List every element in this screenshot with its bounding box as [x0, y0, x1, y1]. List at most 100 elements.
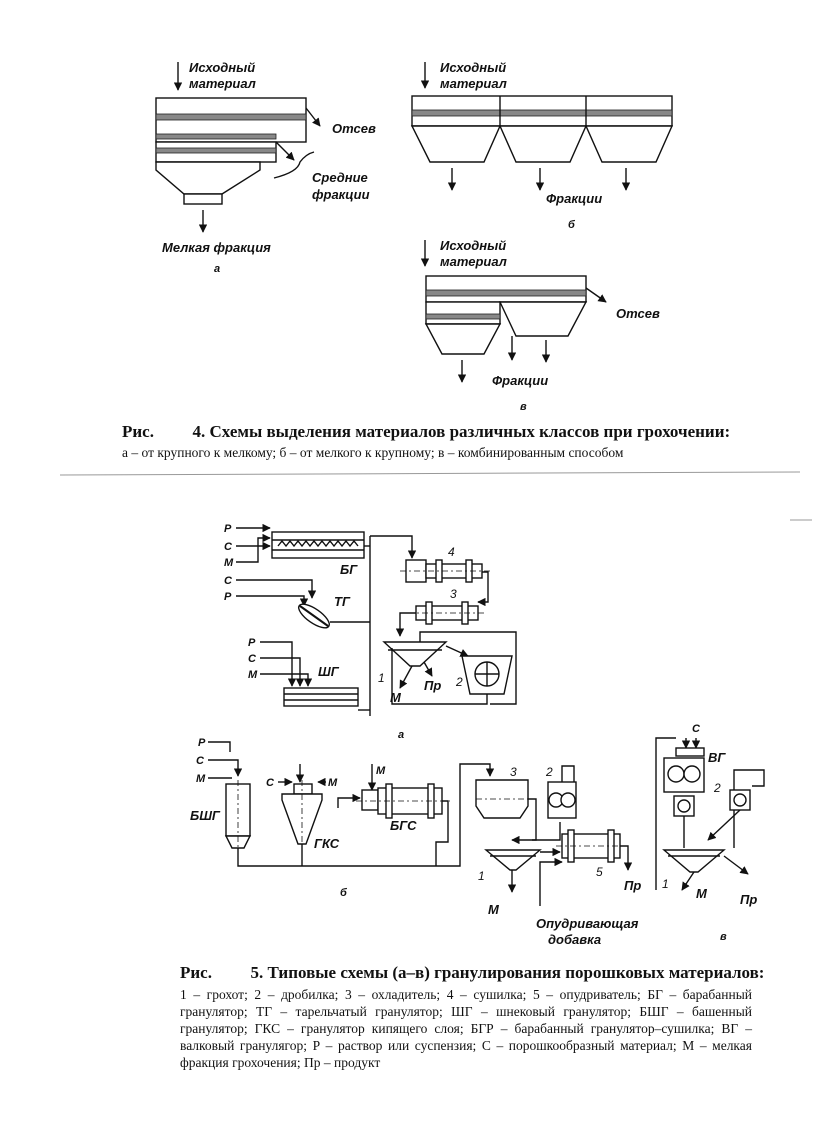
screen-box-lower [425, 301, 501, 325]
bg-label: БГ [340, 562, 358, 577]
vg-crusher-rotor [677, 799, 691, 813]
input-label-2: материал [189, 76, 256, 91]
additive-arrow [539, 857, 563, 906]
page-separator [59, 471, 801, 476]
sieve-mesh-3 [155, 147, 277, 154]
scheme-letter: в [520, 401, 527, 413]
otsev-arrow [585, 287, 607, 303]
to-cooler-arrow [477, 571, 489, 607]
crusher-number: 2 [545, 765, 553, 779]
input-c: С [196, 755, 205, 767]
fig5-caption-title-text: 5. Типовые схемы (а–в) гранулирования по… [250, 963, 765, 982]
input-label-1: Исходный [440, 60, 506, 75]
m-label: М [390, 690, 402, 705]
tg-label: ТГ [334, 594, 351, 609]
fig4-caption-prefix: Рис. [122, 422, 154, 441]
fig5-scheme-b: Р С М БШГ С М ГКС М БГС [190, 737, 641, 947]
otsev-label: Отсев [332, 121, 376, 136]
vg-roll [683, 765, 701, 783]
fig4-scheme-a: Исходный материал Отсев Средние фракции … [155, 60, 376, 275]
fig4-scheme-v: Исходный материал Отсев Фракции в [420, 238, 660, 413]
cooler-3 [475, 779, 529, 819]
input-m: М [196, 773, 206, 785]
cooler-number: 3 [510, 765, 517, 779]
to-screen-arrow [707, 809, 741, 841]
input-c: С [248, 653, 257, 665]
screen-box-top [425, 275, 587, 303]
input-r: Р [224, 523, 232, 535]
screen-number: 1 [378, 671, 385, 685]
scheme-letter: а [398, 729, 404, 741]
scheme-letter: б [340, 887, 348, 899]
pr-arrow [620, 845, 633, 871]
fractions-label: Фракции [546, 191, 602, 206]
dryer-number: 4 [448, 545, 455, 559]
c-label: С [266, 777, 275, 789]
otsev-label: Отсев [616, 306, 660, 321]
fig5-caption-body: 1 – грохот; 2 – дробилка; 3 – охладитель… [180, 987, 752, 1070]
sieve-mesh-top [425, 289, 587, 297]
screen-1 [484, 849, 542, 871]
m-label: М [376, 765, 386, 777]
vg-label: ВГ [708, 750, 726, 765]
sieve-mesh-1 [155, 113, 307, 121]
hopper-1 [410, 125, 502, 163]
crusher-number: 2 [455, 675, 463, 689]
hopper-3 [584, 125, 674, 163]
cooler-number: 3 [450, 587, 457, 601]
otsev-arrow [305, 107, 321, 127]
m-arrow [681, 871, 695, 891]
pr-label: Пр [424, 678, 441, 693]
input-r: Р [248, 637, 256, 649]
m-label: М [696, 886, 708, 901]
m-label: М [328, 777, 338, 789]
vg-roll [667, 765, 685, 783]
feed-arrow [337, 793, 361, 808]
input-arrow [236, 533, 271, 563]
scheme-letter: а [214, 263, 220, 275]
hopper-outlet [183, 193, 223, 205]
input-arrow [260, 641, 297, 687]
to-dryer-arrow [370, 535, 417, 559]
scheme-letter: в [720, 931, 727, 943]
middle-label-1: Средние [312, 170, 368, 185]
fig4-caption-title: Рис. 4. Схемы выделения материалов разли… [122, 422, 762, 442]
screen-1 [662, 849, 726, 873]
hopper-1 [424, 323, 502, 355]
input-r: Р [198, 737, 206, 749]
m-label: М [488, 902, 500, 917]
scheme-letter: б [568, 219, 576, 231]
fig4-scheme-b: Исходный материал Фракции б [410, 60, 674, 231]
gks-label: ГКС [314, 836, 340, 851]
input-c: С [224, 541, 233, 553]
input-r: Р [224, 591, 232, 603]
m-arrow [399, 665, 413, 689]
bgs-label: БГС [390, 818, 417, 833]
crusher-in [532, 822, 561, 841]
hopper-2 [498, 301, 588, 337]
input-label-1: Исходный [189, 60, 255, 75]
additive-label-1: Опудривающая [536, 916, 639, 931]
to-screen-arrow [395, 612, 416, 637]
crusher-top [561, 765, 575, 782]
fig4-caption-title-text: 4. Схемы выделения материалов различных … [192, 422, 731, 441]
pr-arrow [723, 855, 749, 875]
input-m: М [248, 669, 258, 681]
middle-arrow [275, 141, 295, 161]
crusher-rotor [733, 793, 747, 807]
fig5-caption-title: Рис. 5. Типовые схемы (а–в) гранулирован… [180, 963, 800, 983]
input-arrow [260, 657, 305, 687]
to-cooler-line [436, 763, 495, 867]
additive-label-2: добавка [548, 932, 601, 947]
input-label-2: материал [440, 76, 507, 91]
input-label-2: материал [440, 254, 507, 269]
return-line [391, 648, 488, 705]
screen-number: 1 [662, 877, 669, 891]
input-m: М [224, 557, 234, 569]
middle-brace [273, 151, 315, 179]
screw-granulator-shg [283, 687, 359, 707]
crusher-roll [560, 792, 576, 808]
crusher-number: 2 [713, 781, 721, 795]
input-line [208, 741, 231, 752]
drum-internals [277, 539, 359, 548]
